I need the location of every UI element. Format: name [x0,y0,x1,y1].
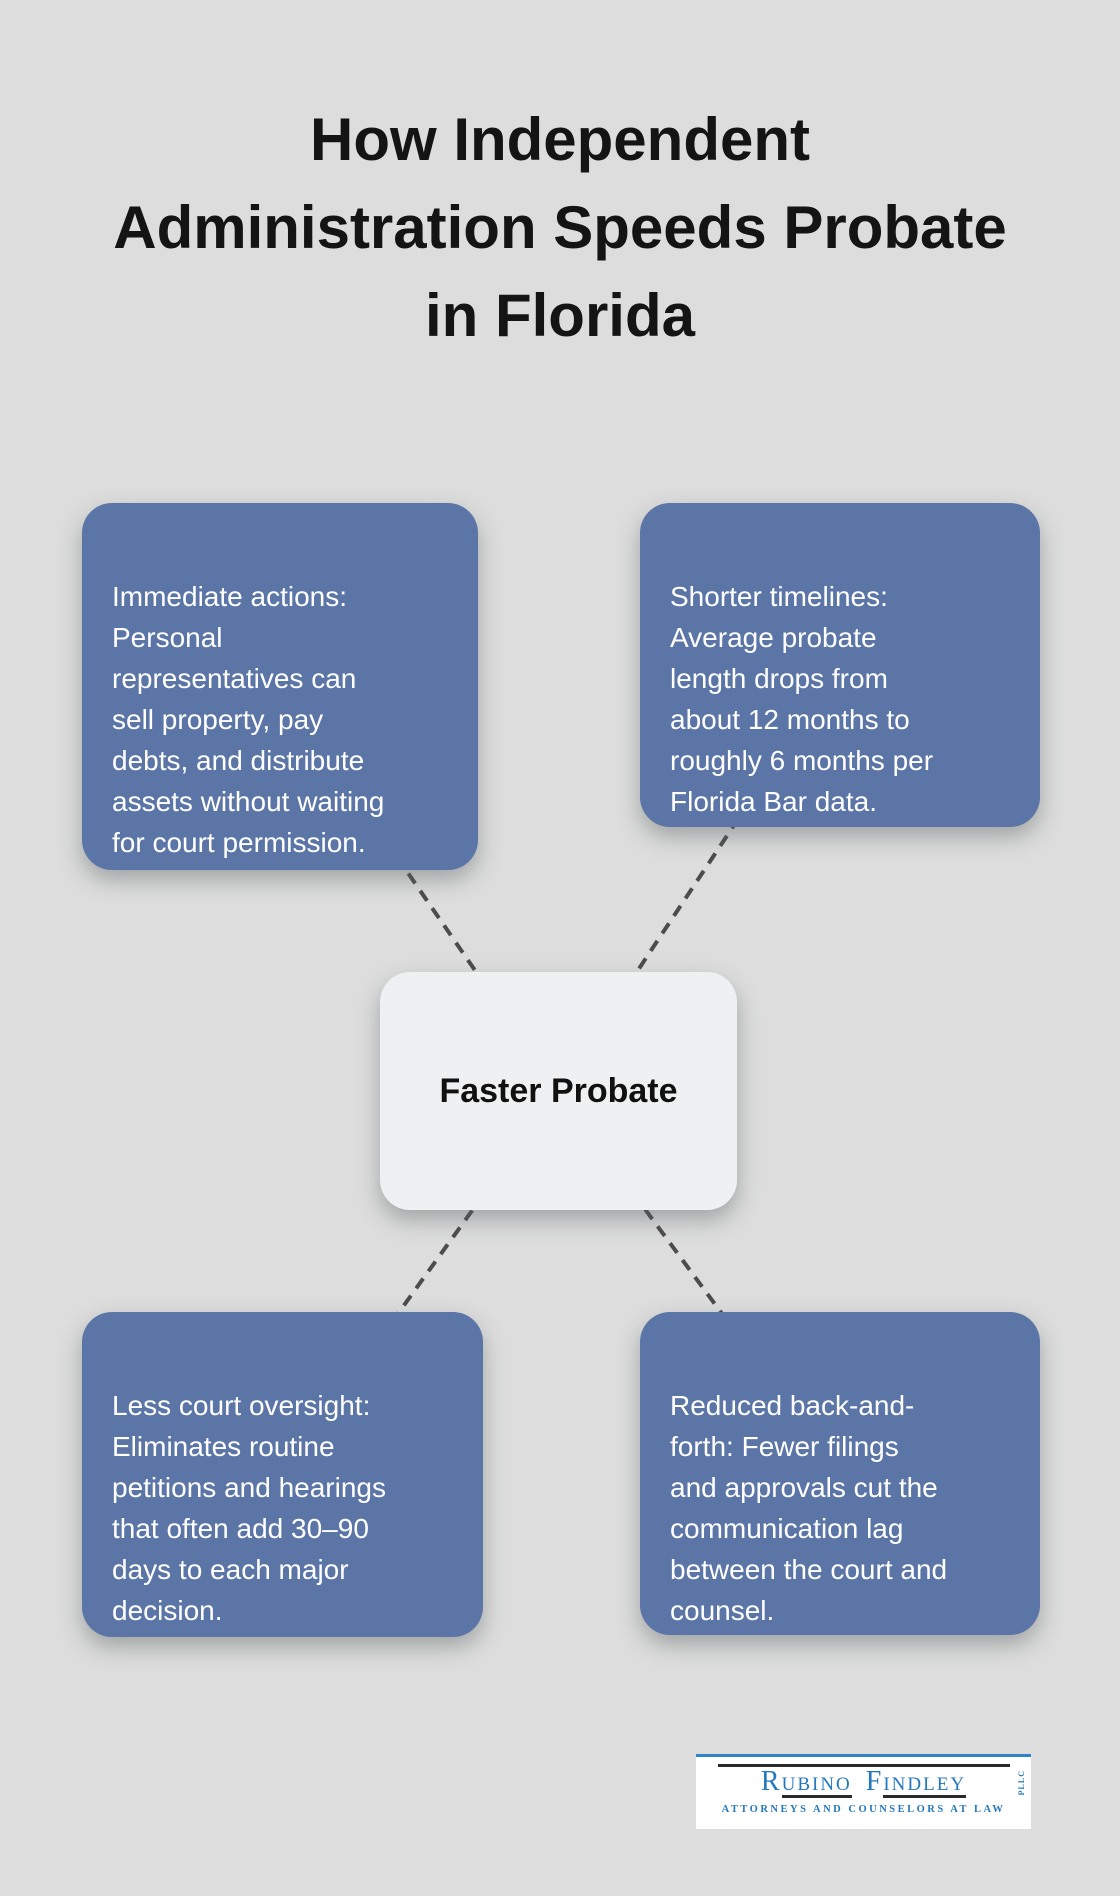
card-less-court-oversight: Less court oversight: Eliminates routine… [82,1312,483,1637]
center-node-faster-probate: Faster Probate [380,972,737,1210]
logo-tagline: ATTORNEYS AND COUNSELORS AT LAW [721,1804,1006,1815]
center-node-label: Faster Probate [439,1071,678,1110]
logo-word1-initial: R [760,1766,782,1797]
card-text: Shorter timelines: Average probate lengt… [670,581,934,817]
card-text: Less court oversight: Eliminates routine… [112,1390,386,1626]
logo-top-rule [717,1764,1010,1767]
infographic-title: How Independent Administration Speeds Pr… [113,106,1007,349]
logo-word2-rest: INDLEY [883,1775,967,1798]
card-text: Immediate actions: Personal representati… [112,581,385,858]
logo-word1-rest: UBINO [781,1775,852,1798]
card-reduced-back-and-forth: Reduced back-and- forth: Fewer filings a… [640,1312,1040,1635]
card-immediate-actions: Immediate actions: Personal representati… [82,503,478,870]
logo-pllc-suffix: PLLC [1017,1770,1026,1796]
card-shorter-timelines: Shorter timelines: Average probate lengt… [640,503,1040,827]
card-text: Reduced back-and- forth: Fewer filings a… [670,1390,948,1626]
connector-line-bottom-right [556,1089,842,1476]
logo-word2-initial: F [865,1766,884,1797]
connector-line-bottom-left [280,1089,560,1477]
